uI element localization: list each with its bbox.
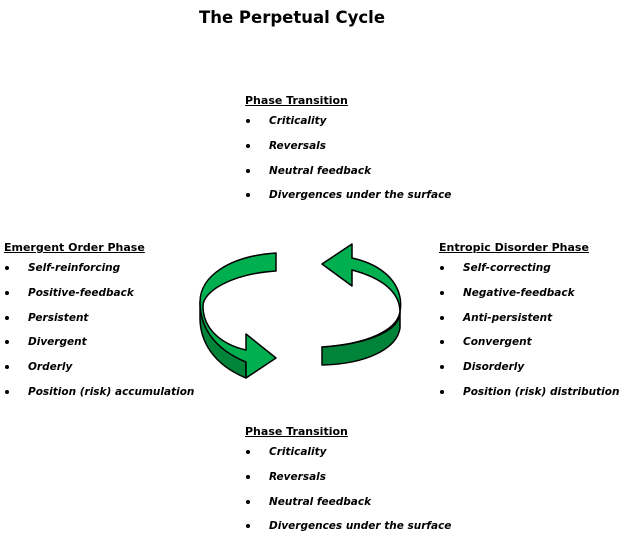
list-item: Convergent xyxy=(439,335,619,349)
list-item: Persistent xyxy=(4,311,194,325)
entropic-disorder-phase: Entropic Disorder Phase Self-correcting … xyxy=(439,241,619,410)
phase-transition-top-list: Criticality Reversals Neutral feedback D… xyxy=(245,114,451,202)
list-item: Criticality xyxy=(245,445,451,459)
phase-transition-top-heading: Phase Transition xyxy=(245,94,348,107)
list-item: Negative-feedback xyxy=(439,286,619,300)
entropic-disorder-list: Self-correcting Negative-feedback Anti-p… xyxy=(439,261,619,399)
list-item: Neutral feedback xyxy=(245,495,451,509)
list-item: Divergences under the surface xyxy=(245,188,451,202)
list-item: Position (risk) accumulation xyxy=(4,385,194,399)
list-item: Criticality xyxy=(245,114,451,128)
list-item: Reversals xyxy=(245,470,451,484)
list-item: Neutral feedback xyxy=(245,164,451,178)
phase-transition-bottom: Phase Transition Criticality Reversals N… xyxy=(245,425,451,544)
emergent-order-phase: Emergent Order Phase Self-reinforcing Po… xyxy=(4,241,194,410)
left-cycle-arrow-icon xyxy=(199,252,277,379)
list-item: Reversals xyxy=(245,139,451,153)
emergent-order-heading: Emergent Order Phase xyxy=(4,241,145,254)
list-item: Divergences under the surface xyxy=(245,519,451,533)
cycle-arrows-icon xyxy=(199,243,402,379)
list-item: Positive-feedback xyxy=(4,286,194,300)
list-item: Orderly xyxy=(4,360,194,374)
right-cycle-arrow-icon xyxy=(321,243,402,366)
phase-transition-top: Phase Transition Criticality Reversals N… xyxy=(245,94,451,213)
list-item: Self-reinforcing xyxy=(4,261,194,275)
list-item: Disorderly xyxy=(439,360,619,374)
diagram-title: The Perpetual Cycle xyxy=(198,8,386,27)
phase-transition-bottom-heading: Phase Transition xyxy=(245,425,348,438)
phase-transition-bottom-list: Criticality Reversals Neutral feedback D… xyxy=(245,445,451,533)
emergent-order-list: Self-reinforcing Positive-feedback Persi… xyxy=(4,261,194,399)
list-item: Anti-persistent xyxy=(439,311,619,325)
list-item: Divergent xyxy=(4,335,194,349)
entropic-disorder-heading: Entropic Disorder Phase xyxy=(439,241,589,254)
list-item: Position (risk) distribution xyxy=(439,385,619,399)
list-item: Self-correcting xyxy=(439,261,619,275)
